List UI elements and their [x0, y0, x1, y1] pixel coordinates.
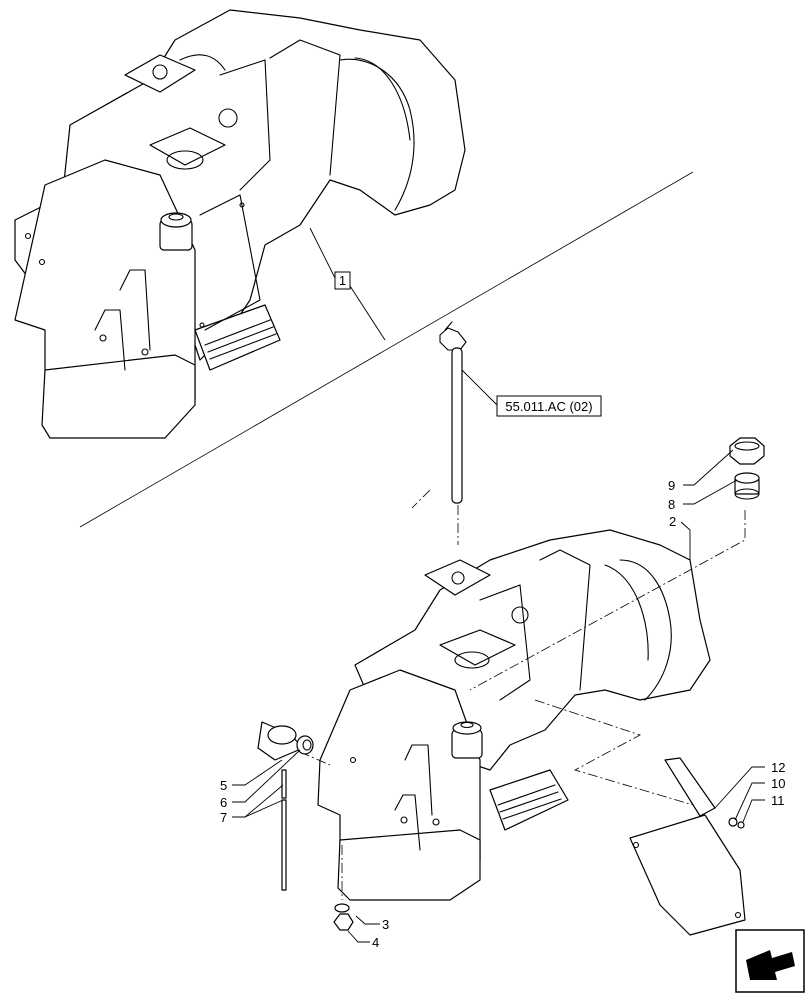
callout-6: 6	[220, 795, 227, 810]
rod-part-7	[281, 769, 287, 891]
callout-12: 12	[771, 760, 785, 775]
shield-part-12	[629, 757, 746, 936]
ring-part-6	[296, 735, 314, 755]
group-callout-1: 1	[309, 227, 386, 341]
callout-10: 10	[771, 776, 785, 791]
upper-tank-assembly	[14, 9, 466, 439]
callout-2: 2	[669, 514, 676, 529]
plug-part-4	[333, 913, 354, 931]
lower-tank-assembly	[317, 529, 711, 901]
nut-part-11	[737, 821, 745, 829]
callout-9: 9	[668, 478, 675, 493]
adapter-part-8	[734, 472, 760, 500]
group-callout-text: 1	[339, 273, 346, 288]
callout-5: 5	[220, 778, 227, 793]
assembly-lines	[299, 510, 746, 900]
callout-7: 7	[220, 810, 227, 825]
washer-part-3	[334, 903, 350, 913]
callout-leaders	[232, 449, 765, 943]
filler-cap-part-9	[729, 437, 765, 465]
callout-8: 8	[668, 497, 675, 512]
fuel-level-sender	[411, 321, 467, 545]
callout-3: 3	[382, 917, 389, 932]
callout-labels: 2 3 4 5 6 7 8 9 10 11 12	[220, 478, 785, 950]
section-reference[interactable]: 55.011.AC (02)	[461, 369, 602, 417]
callout-11: 11	[771, 793, 785, 808]
arrow-navigation-icon[interactable]	[735, 929, 805, 993]
callout-4: 4	[372, 935, 379, 950]
section-reference-text: 55.011.AC (02)	[505, 399, 592, 414]
sleeve-part-5	[257, 721, 304, 761]
separator-line	[79, 171, 694, 528]
